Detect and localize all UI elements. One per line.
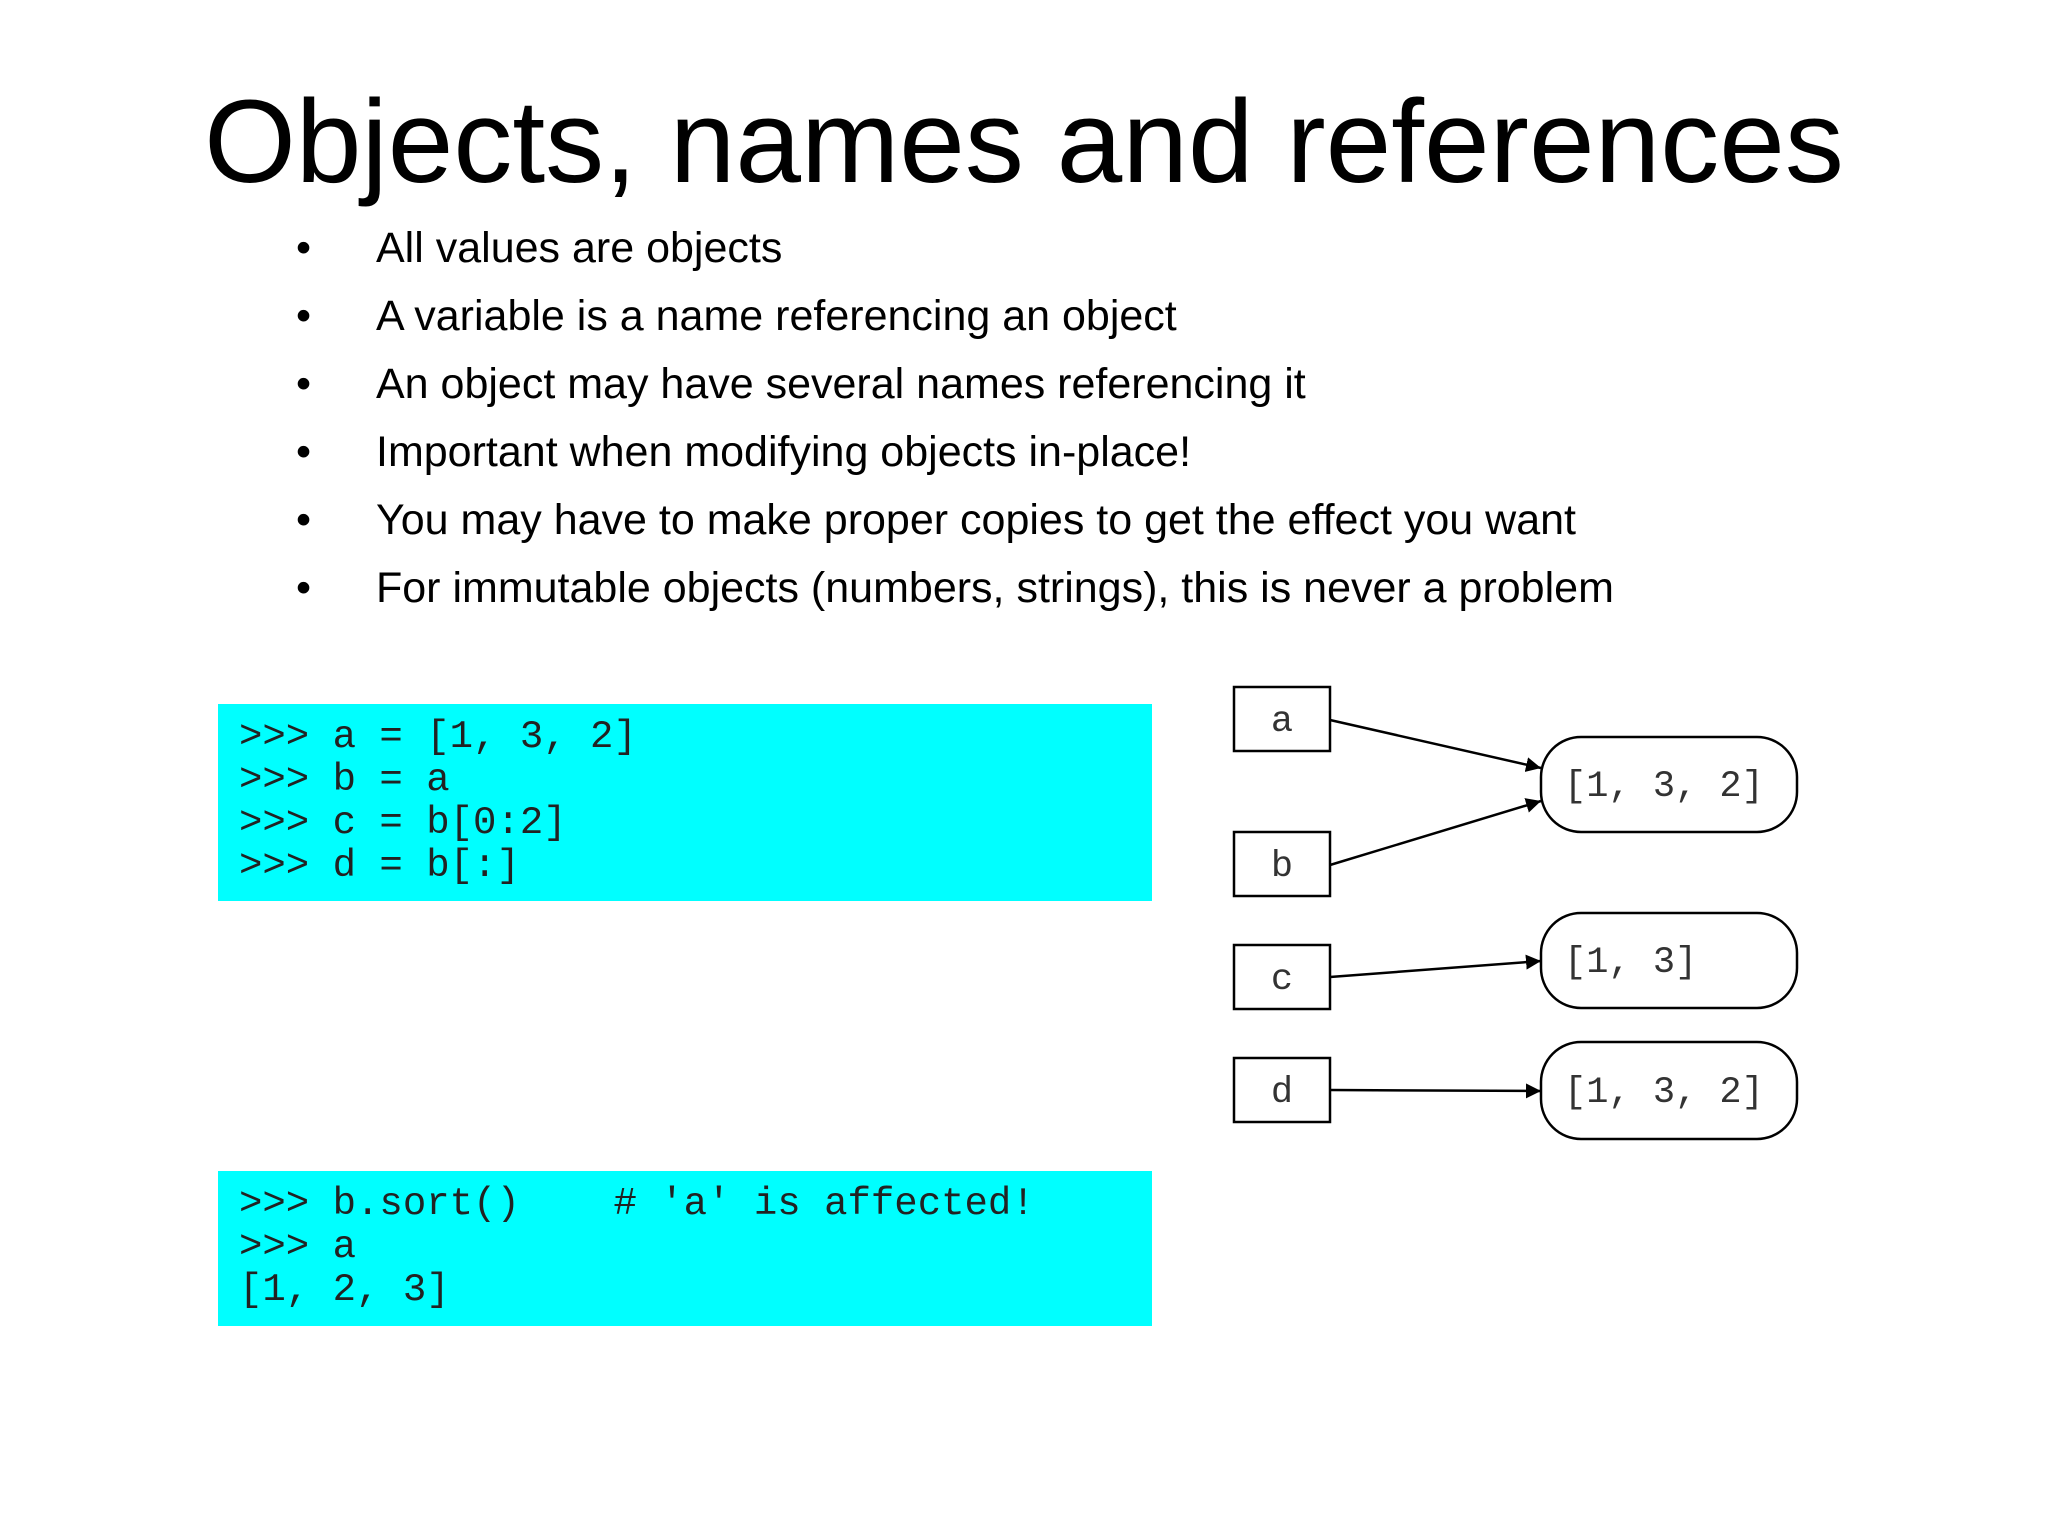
code-line: >>> a bbox=[239, 1225, 357, 1269]
bullet-icon: • bbox=[296, 428, 312, 476]
bullet-icon: • bbox=[296, 564, 312, 612]
arrow-c-to-slice bbox=[1329, 954, 1542, 979]
code-line: >>> b = a bbox=[239, 758, 450, 802]
object-box-list bbox=[1539, 735, 1799, 834]
name-box-b bbox=[1232, 830, 1332, 898]
name-box-a bbox=[1232, 685, 1332, 753]
name-label-a: a bbox=[1271, 701, 1293, 743]
slide-title: Objects, names and references bbox=[204, 76, 1844, 208]
object-label-list: [1, 3, 2] bbox=[1564, 766, 1764, 808]
name-box-c bbox=[1232, 943, 1332, 1011]
code-line: >>> b.sort() # 'a' is affected! bbox=[239, 1182, 1035, 1226]
code-block-assignments: >>> a = [1, 3, 2] >>> b = a >>> c = b[0:… bbox=[218, 704, 1152, 901]
object-box-slice bbox=[1539, 911, 1799, 1010]
arrow-b-to-list bbox=[1329, 798, 1542, 867]
bullet-icon: • bbox=[296, 360, 312, 408]
name-box-d bbox=[1232, 1056, 1332, 1124]
code-line: >>> d = b[:] bbox=[239, 844, 520, 888]
name-label-c: c bbox=[1271, 959, 1293, 1001]
object-label-slice: [1, 3] bbox=[1564, 942, 1697, 984]
code-block-sort: >>> b.sort() # 'a' is affected! >>> a [1… bbox=[218, 1171, 1152, 1326]
name-label-b: b bbox=[1271, 846, 1293, 888]
bullet-icon: • bbox=[296, 224, 312, 272]
name-label-d: d bbox=[1271, 1072, 1293, 1114]
arrow-d-to-copy bbox=[1329, 1083, 1542, 1099]
bullet-icon: • bbox=[296, 496, 312, 544]
object-box-copy bbox=[1539, 1040, 1799, 1141]
bullet-icon: • bbox=[296, 292, 312, 340]
arrow-a-to-list bbox=[1329, 718, 1542, 772]
code-line: [1, 2, 3] bbox=[239, 1268, 450, 1312]
code-line: >>> a = [1, 3, 2] bbox=[239, 715, 637, 759]
object-label-copy: [1, 3, 2] bbox=[1564, 1072, 1764, 1114]
code-line: >>> c = b[0:2] bbox=[239, 801, 567, 845]
